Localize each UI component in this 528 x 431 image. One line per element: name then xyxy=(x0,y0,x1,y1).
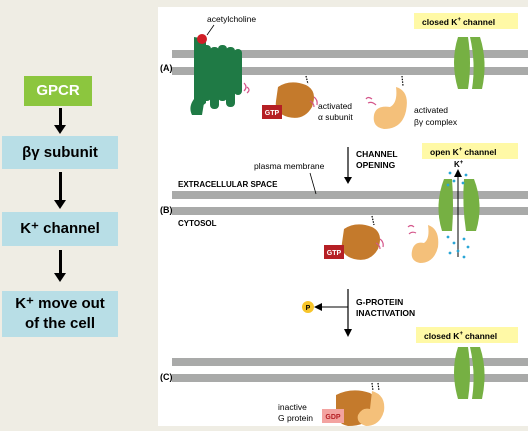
cytosol-label: CYTOSOL xyxy=(178,219,217,228)
inactivation-label2: INACTIVATION xyxy=(356,308,415,318)
panel-a-label: (A) xyxy=(160,63,173,73)
closed-channel-c-tag xyxy=(416,327,518,343)
closed-channel-a-label: closed K+channel xyxy=(422,17,495,27)
beta-gamma-a-icon xyxy=(373,87,407,129)
summary-panel: GPCR βγ subunit K⁺ channel K⁺ move out o… xyxy=(0,0,158,426)
open-channel-label: open K+channel xyxy=(430,147,496,157)
k-move-out-box: K⁺ move out of the cell xyxy=(2,291,118,337)
inactive-label1: inactive xyxy=(278,402,307,412)
gpcr-receptor-icon xyxy=(190,34,250,115)
inactive-bg-icon xyxy=(357,391,385,426)
inactive-label2: G protein xyxy=(278,413,313,423)
k-move-out-line2: of the cell xyxy=(24,315,95,332)
gdp-badge xyxy=(322,409,344,423)
alpha-subunit-a-icon xyxy=(275,82,314,118)
gdp-label: GDP xyxy=(325,414,341,421)
channel-opening-label1: CHANNEL xyxy=(356,149,398,159)
closed-channel-a-tag xyxy=(414,13,518,29)
panel-c-label: (C) xyxy=(160,372,173,382)
phosphate-icon xyxy=(302,301,314,313)
bg-complex-label: βγ complex xyxy=(414,117,458,127)
extracellular-label: EXTRACELLULAR SPACE xyxy=(178,180,278,189)
activated-alpha-label1: activated xyxy=(318,101,352,111)
closed-channel-c-label: closed K+channel xyxy=(424,331,497,341)
gtp-b-badge xyxy=(324,245,344,259)
beta-gamma-box: βγ subunit xyxy=(2,136,118,169)
activated-bg-label1: activated xyxy=(414,105,448,115)
acetylcholine-label: acetylcholine xyxy=(207,14,256,24)
membrane-a xyxy=(172,50,528,75)
phosphate-label: P xyxy=(306,305,311,312)
open-channel-icon xyxy=(438,179,480,231)
gpcr-channel-figure: (A) (B) (C) acetylcholine xyxy=(158,7,528,426)
inactivation-label1: G-PROTEIN xyxy=(356,297,403,307)
open-channel-tag xyxy=(422,143,518,159)
closed-channel-c-icon xyxy=(454,347,485,399)
alpha-subunit-label: α subunit xyxy=(318,112,353,122)
gtp-b-label: GTP xyxy=(327,250,342,257)
alpha-subunit-b-icon xyxy=(341,224,380,260)
channel-opening-label2: OPENING xyxy=(356,160,396,170)
gtp-a-badge xyxy=(262,105,282,119)
membrane-b xyxy=(172,191,528,215)
membrane-c xyxy=(172,358,528,382)
plasma-membrane-label: plasma membrane xyxy=(254,161,325,171)
k-channel-box: K⁺ channel xyxy=(2,212,118,246)
acetylcholine-icon xyxy=(197,34,207,44)
gtp-a-label: GTP xyxy=(265,110,280,117)
k-move-out-line1: K⁺ move out xyxy=(15,295,105,312)
beta-gamma-b-icon xyxy=(411,225,439,263)
figure-svg: (A) (B) (C) acetylcholine xyxy=(160,13,528,426)
gpcr-box: GPCR xyxy=(24,76,92,106)
panel-b-label: (B) xyxy=(160,205,173,215)
k-ion-label: K+ xyxy=(454,160,464,169)
closed-channel-a-icon xyxy=(454,37,485,89)
k-ions-icon xyxy=(446,171,470,259)
